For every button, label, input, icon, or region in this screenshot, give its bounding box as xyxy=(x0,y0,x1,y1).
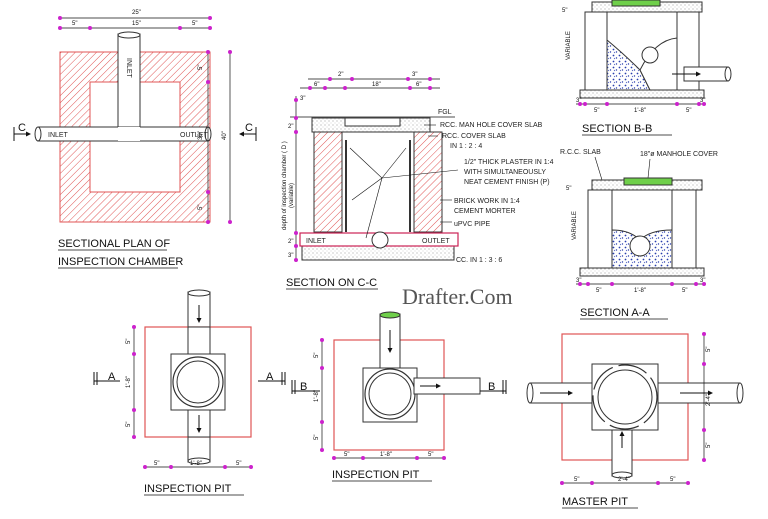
pit2-dim-left-1: 1'-8" xyxy=(314,390,320,402)
bb-dim-2: 1'-8" xyxy=(634,108,646,114)
cc-dim-top-18: 18" xyxy=(372,82,381,88)
mp-dim-bottom-2: 5" xyxy=(670,477,675,483)
master-pit: 5" 2'-4" 5" 5" 2'-4" 5" MASTER PIT xyxy=(526,332,744,509)
cc-depth-1: depth of inspection chamber ( D ) xyxy=(282,141,288,230)
pit2-sec-right: B xyxy=(488,381,495,393)
section-bb: VARIABLE 5" 3" 5" 1'-8" 5" 3" SECTION B-… xyxy=(562,0,732,136)
cc-dim-3b: 3" xyxy=(288,253,293,259)
aa-dim-top: 5" xyxy=(566,186,571,192)
cc-dim-2a: 2" xyxy=(288,124,293,130)
cc-fgl: FGL xyxy=(438,109,452,116)
aa-rcc-slab: R.C.C. SLAB xyxy=(560,149,601,156)
cc-note-0: RCC. MAN HOLE COVER SLAB xyxy=(440,122,543,129)
pit2-dim-bottom-2: 5" xyxy=(428,452,433,458)
pit1-sec-right: A xyxy=(266,371,274,383)
cc-outlet: OUTLET xyxy=(422,238,450,245)
bb-dim-top: 5" xyxy=(562,8,567,14)
aa-manhole: 18"ø MANHOLE COVER xyxy=(640,151,718,158)
pit2-dim-left-0: 5" xyxy=(314,353,320,358)
cc-dim-top-3: 3" xyxy=(412,72,417,78)
sectional-plan: 25" 5" 15" 5" INLET OUTLET INLET C C 5" … xyxy=(13,10,257,269)
pit1-dim-left-1: 1'-8" xyxy=(126,376,132,388)
plan-dim-left-5a: 5" xyxy=(198,65,204,70)
bb-title: SECTION B-B xyxy=(582,123,652,135)
aa-dim-0: 3" xyxy=(576,278,581,284)
aa-variable: VARIABLE xyxy=(572,211,578,240)
plan-section-left: C xyxy=(18,122,26,134)
aa-dim-1: 5" xyxy=(596,288,601,294)
pit2-dim-bottom-0: 5" xyxy=(344,452,349,458)
section-aa: R.C.C. SLAB 18"ø MANHOLE COVER VARIABLE … xyxy=(560,149,718,320)
mp-dim-right-0: 5" xyxy=(706,347,712,352)
section-cc: 2" 3" 6" 18" 6" FGL INLET OUTLET RC xyxy=(282,72,554,290)
plan-section-right: C xyxy=(245,122,253,134)
cc-dim-top-6b: 6" xyxy=(416,82,421,88)
cc-dim-top-6a: 6" xyxy=(314,82,319,88)
aa-title: SECTION A-A xyxy=(580,307,650,319)
plan-outlet-label: OUTLET xyxy=(180,132,208,139)
mp-dim-right-2: 5" xyxy=(706,443,712,448)
aa-dim-3: 5" xyxy=(682,288,687,294)
cc-depth-2: (variable) xyxy=(289,183,295,208)
pit1-title: INSPECTION PIT xyxy=(144,483,232,495)
cc-note-9: CC. IN 1 : 3 : 6 xyxy=(456,257,502,264)
pit1-dim-left-2: 5" xyxy=(126,422,132,427)
plan-title-2: INSPECTION CHAMBER xyxy=(58,256,183,268)
aa-dim-2: 1'-8" xyxy=(634,288,646,294)
pit2-dim-bottom-1: 1'-8" xyxy=(380,452,392,458)
plan-title-1: SECTIONAL PLAN OF xyxy=(58,238,170,250)
cc-title: SECTION ON C-C xyxy=(286,277,377,289)
pit1-sec-left: A xyxy=(108,371,116,383)
pit1-dim-bottom-0: 5" xyxy=(154,461,159,467)
plan-dim-left-5b: 5" xyxy=(198,205,204,210)
inspection-pit-1: A A 5" 1'-8" 5" 5" 1'-8" 5" INSPECTION P… xyxy=(93,289,286,496)
plan-dim-left-30: 30" xyxy=(198,131,204,140)
cc-note-6: BRICK WORK IN 1:4 xyxy=(454,198,520,205)
plan-inlet-top: INLET xyxy=(125,58,132,79)
cc-note-7: CEMENT MORTER xyxy=(454,208,516,215)
cc-note-3: 1/2" THICK PLASTER IN 1:4 xyxy=(464,159,554,166)
cc-note-8: uPVC PIPE xyxy=(454,221,491,228)
cc-note-2: IN 1 : 2 : 4 xyxy=(450,143,482,150)
bb-dim-3: 5" xyxy=(686,108,691,114)
pit1-dim-left-0: 5" xyxy=(126,339,132,344)
mp-dim-bottom-1: 2'-4" xyxy=(618,477,630,483)
cc-note-4: WITH SIMULTANEOUSLY xyxy=(464,169,546,176)
plan-inlet-label: INLET xyxy=(48,132,69,139)
cc-note-5: NEAT CEMENT FINISH (P) xyxy=(464,179,550,186)
plan-dim-top: 25" xyxy=(132,10,141,16)
cc-inlet: INLET xyxy=(306,238,327,245)
pit2-dim-left-2: 5" xyxy=(314,435,320,440)
aa-dim-4: 3" xyxy=(700,278,705,284)
plan-dim-5a: 5" xyxy=(72,21,77,27)
cc-dim-3: 3" xyxy=(300,96,305,102)
bb-dim-1: 5" xyxy=(594,108,599,114)
mp-title: MASTER PIT xyxy=(562,496,628,508)
inspection-pit-2: B B 5" 1'-8" 5" 5" 1'-8" 5" INSPECTION P… xyxy=(291,311,507,482)
pit2-title: INSPECTION PIT xyxy=(332,469,420,481)
cc-note-1: RCC. COVER SLAB xyxy=(442,133,506,140)
watermark: Drafter.Com xyxy=(402,284,513,309)
cc-dim-2b: 2" xyxy=(288,239,293,245)
pit2-sec-left: B xyxy=(300,381,307,393)
plan-dim-right-40: 40" xyxy=(222,131,228,140)
plan-dim-5b: 5" xyxy=(192,21,197,27)
pit1-dim-bottom-1: 1'-8" xyxy=(190,461,202,467)
bb-dim-0: 3" xyxy=(576,98,581,104)
bb-variable: VARIABLE xyxy=(566,31,572,60)
mp-dim-bottom-0: 5" xyxy=(574,477,579,483)
bb-dim-4: 3" xyxy=(700,98,705,104)
cc-dim-top-2: 2" xyxy=(338,72,343,78)
plan-dim-15: 15" xyxy=(132,21,141,27)
mp-dim-right-1: 2'-4" xyxy=(706,394,712,406)
pit1-dim-bottom-2: 5" xyxy=(236,461,241,467)
